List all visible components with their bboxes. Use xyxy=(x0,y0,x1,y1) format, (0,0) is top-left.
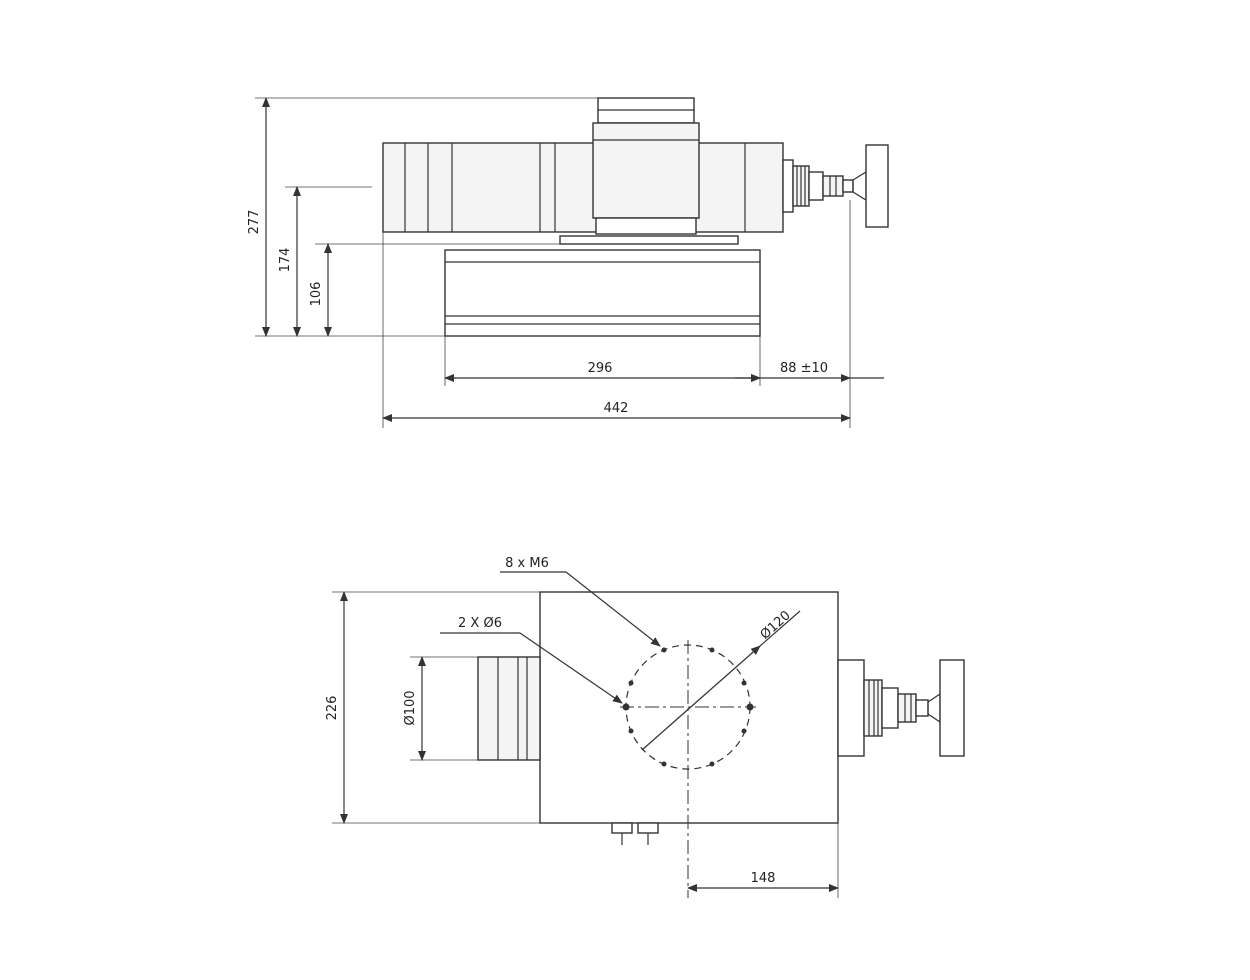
dim-base-length: 296 xyxy=(588,361,613,376)
dim-width: 226 xyxy=(325,696,340,721)
base-block xyxy=(444,249,761,337)
top-housing xyxy=(559,97,739,245)
dim-total-height: 277 xyxy=(247,210,262,235)
dim-base-height: 106 xyxy=(309,282,324,307)
dim-bore: Ø100 xyxy=(403,690,418,725)
dim-threaded-holes: 8 x M6 xyxy=(505,556,549,571)
cylinder-end xyxy=(477,656,541,761)
dim-center-offset: 148 xyxy=(751,871,776,886)
connectors xyxy=(611,822,659,845)
top-view: Ø120 8 x M6 2 X Ø6 226 Ø100 148 xyxy=(325,556,965,898)
handwheel-side xyxy=(782,144,889,228)
side-view: 277 174 106 296 88 ±10 442 xyxy=(247,97,889,428)
pin-holes xyxy=(622,703,754,711)
dim-pin-holes: 2 X Ø6 xyxy=(458,616,502,631)
dim-axis-height: 174 xyxy=(278,248,293,273)
handwheel-top xyxy=(837,659,965,757)
threaded-holes xyxy=(628,647,747,767)
main-cylinder xyxy=(382,142,784,233)
dim-handle-offset: 88 ±10 xyxy=(780,361,828,376)
dim-total-length: 442 xyxy=(604,401,629,416)
